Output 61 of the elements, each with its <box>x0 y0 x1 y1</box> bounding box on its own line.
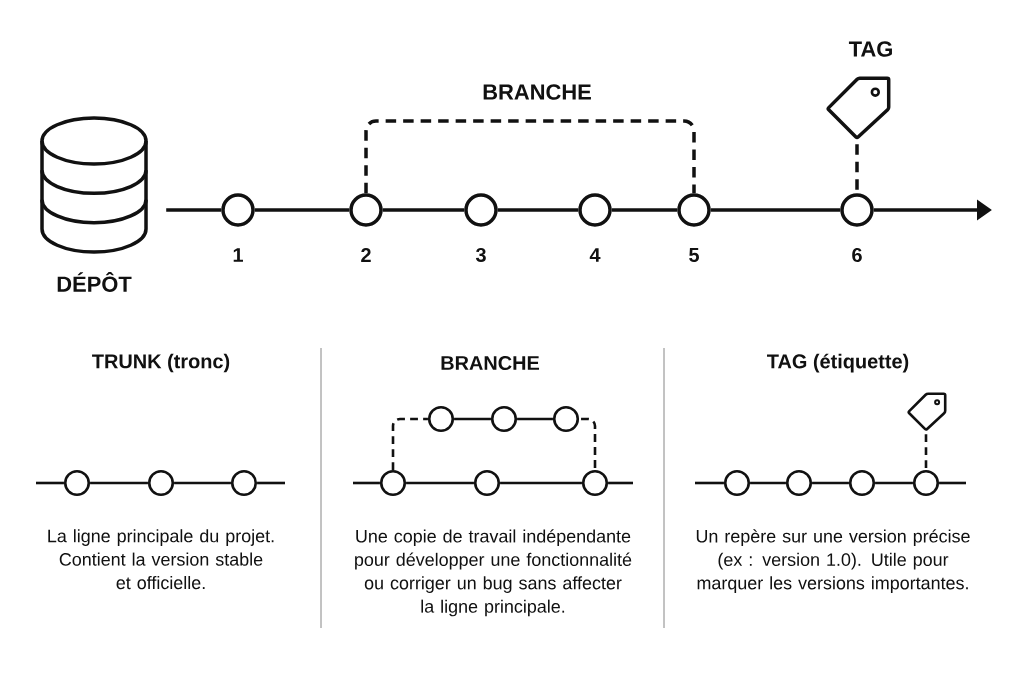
commit-circle <box>581 469 609 497</box>
commit-circle <box>427 405 455 433</box>
description-text: La ligne principale du projet. Contient la version stable et officielle. <box>48 529 274 590</box>
version-number: 4 <box>589 248 601 262</box>
commit-circle <box>379 469 407 497</box>
connector-line <box>353 481 380 485</box>
connector-line <box>174 481 231 485</box>
commit-circle <box>349 193 383 227</box>
commit-circle <box>221 193 255 227</box>
database-cylinder <box>40 116 148 254</box>
connector-line <box>517 417 553 421</box>
connector-line <box>406 481 474 485</box>
dashed-line <box>391 417 428 470</box>
tag-label: TAG <box>848 41 892 57</box>
dashed-line <box>364 119 696 194</box>
description-text: Un repère sur une version précise (ex : version 1.0). Utile pour marquer les versions importantes. <box>696 529 970 593</box>
commit-circle <box>723 469 751 497</box>
version-number: 1 <box>233 248 243 262</box>
commit-circle <box>840 193 874 227</box>
commit-circle <box>848 469 876 497</box>
connector-line <box>608 481 633 485</box>
connector-line <box>939 481 966 485</box>
version-number: 5 <box>689 248 699 262</box>
dashed-line <box>924 434 928 470</box>
connector-line <box>750 481 786 485</box>
connector-line <box>695 481 724 485</box>
tag-icon <box>826 76 891 140</box>
commit-circle <box>677 193 711 227</box>
panel-title: TAG (étiquette) <box>767 353 909 373</box>
version-number: 2 <box>361 248 371 262</box>
connector-line <box>454 417 491 421</box>
connector-line <box>166 208 222 212</box>
edge-label: BRANCHE <box>480 82 594 102</box>
commit-circle <box>912 469 940 497</box>
version-number: 6 <box>852 247 862 263</box>
commit-circle <box>464 193 498 227</box>
connector-line <box>497 208 579 212</box>
connector-line <box>36 481 64 485</box>
connector-line <box>812 481 849 485</box>
panel-title: BRANCHE <box>441 355 539 371</box>
commit-circle <box>490 405 518 433</box>
connector-line <box>257 481 285 485</box>
commit-circle <box>63 469 91 497</box>
connector-line <box>500 481 582 485</box>
connector-line <box>90 481 148 485</box>
panel-title: TRUNK (tronc) <box>92 353 230 373</box>
commit-circle <box>473 469 501 497</box>
description-text: Une copie de travail indépendante pour développer une fonctionnalité ou corriger un bug sans affecter la ligne principale. <box>355 529 632 617</box>
commit-circle <box>552 405 580 433</box>
commit-circle <box>147 469 175 497</box>
repository-label: DÉPÔT <box>57 272 132 292</box>
connector-line <box>254 208 350 212</box>
commit-circle <box>785 469 813 497</box>
commit-circle <box>230 469 258 497</box>
tag-icon <box>907 392 947 431</box>
version-number: 3 <box>475 247 486 263</box>
connector-line <box>611 208 678 212</box>
commit-circle <box>578 193 612 227</box>
connector-line <box>875 481 913 485</box>
connector-line <box>710 208 841 212</box>
connector-line <box>382 208 465 212</box>
